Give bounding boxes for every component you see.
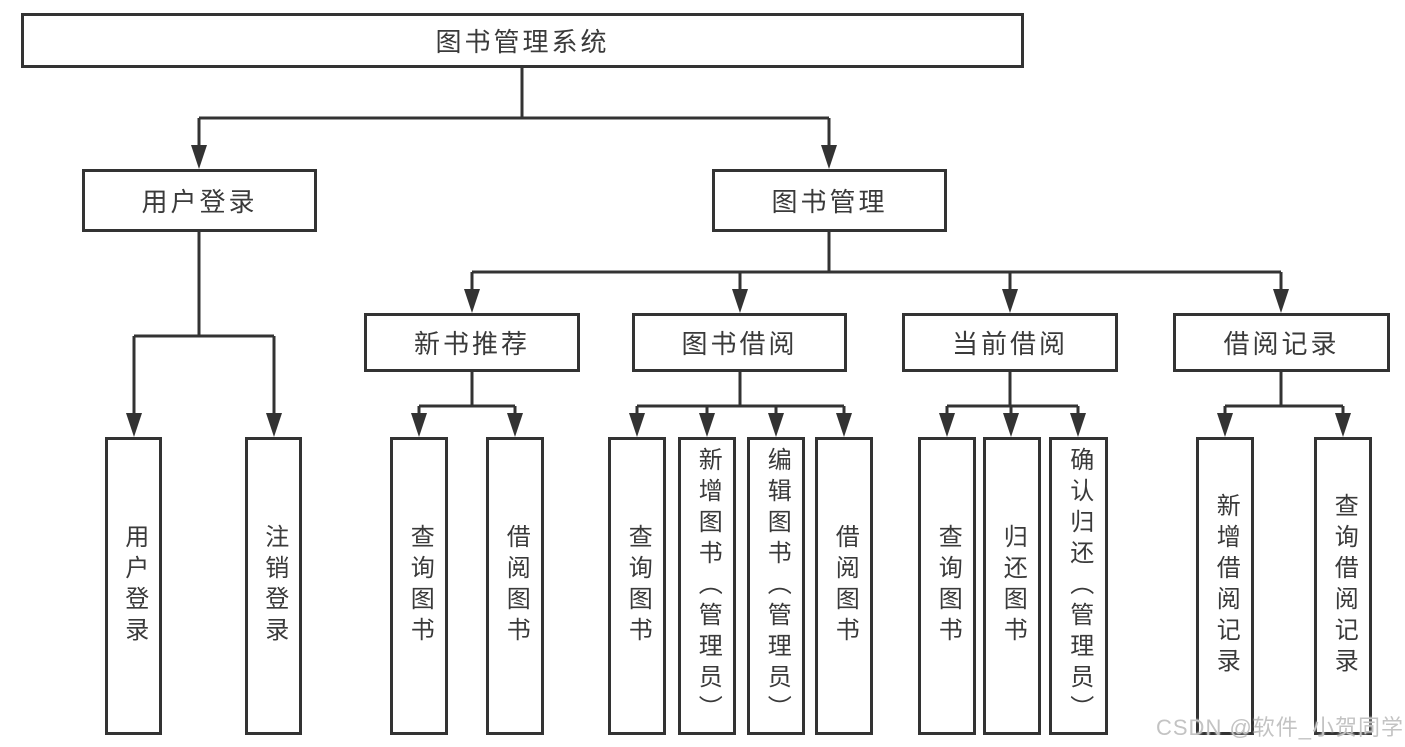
node-label: 当前借阅 xyxy=(951,329,1068,359)
node-label: 借阅图书 xyxy=(831,524,859,648)
node-label: 新增图书（管理员） xyxy=(694,446,722,726)
node-borrowing-records: 借阅记录 xyxy=(1173,313,1390,372)
node-label: 借阅记录 xyxy=(1223,329,1340,359)
node-label: 新增借阅记录 xyxy=(1212,493,1240,679)
node-book-borrowing: 图书借阅 xyxy=(632,313,847,372)
node-label: 归还图书 xyxy=(999,524,1027,648)
node-label: 图书管理系统 xyxy=(435,27,610,57)
leaf-add-borrow-record: 新增借阅记录 xyxy=(1196,437,1254,735)
node-label: 图书管理 xyxy=(771,187,888,217)
watermark: CSDN @软件_小贺同学 xyxy=(1156,715,1405,740)
node-label: 查询借阅记录 xyxy=(1330,493,1358,679)
node-library-management-system: 图书管理系统 xyxy=(21,13,1024,68)
node-label: 查询图书 xyxy=(624,524,652,648)
leaf-return-books: 归还图书 xyxy=(983,437,1041,735)
node-current-borrowing: 当前借阅 xyxy=(902,313,1118,372)
node-label: 借阅图书 xyxy=(502,524,530,648)
leaf-logout: 注销登录 xyxy=(245,437,302,735)
leaf-borrow-books-recommend: 借阅图书 xyxy=(486,437,544,735)
leaf-borrow-books: 借阅图书 xyxy=(815,437,873,735)
node-label: 查询图书 xyxy=(934,524,962,648)
node-label: 注销登录 xyxy=(260,524,288,648)
node-label: 编辑图书（管理员） xyxy=(763,446,791,726)
leaf-user-login: 用户登录 xyxy=(105,437,162,735)
arrowheads xyxy=(126,145,1351,437)
node-user-login: 用户登录 xyxy=(82,169,317,232)
leaf-confirm-return-admin: 确认归还（管理员） xyxy=(1049,437,1108,735)
node-label: 查询图书 xyxy=(406,524,434,648)
node-book-management: 图书管理 xyxy=(712,169,947,232)
node-new-book-recommendation: 新书推荐 xyxy=(364,313,580,372)
node-label: 用户登录 xyxy=(120,524,148,648)
leaf-add-books-admin: 新增图书（管理员） xyxy=(678,437,736,735)
node-label: 确认归还（管理员） xyxy=(1065,446,1093,726)
node-label: 用户登录 xyxy=(141,187,258,217)
leaf-query-books-borrowing: 查询图书 xyxy=(608,437,666,735)
node-label: 图书借阅 xyxy=(681,329,798,359)
node-label: 新书推荐 xyxy=(413,329,530,359)
leaf-edit-books-admin: 编辑图书（管理员） xyxy=(747,437,805,735)
leaf-query-books-current: 查询图书 xyxy=(918,437,976,735)
leaf-query-borrow-record: 查询借阅记录 xyxy=(1314,437,1372,735)
leaf-query-books-recommend: 查询图书 xyxy=(390,437,448,735)
